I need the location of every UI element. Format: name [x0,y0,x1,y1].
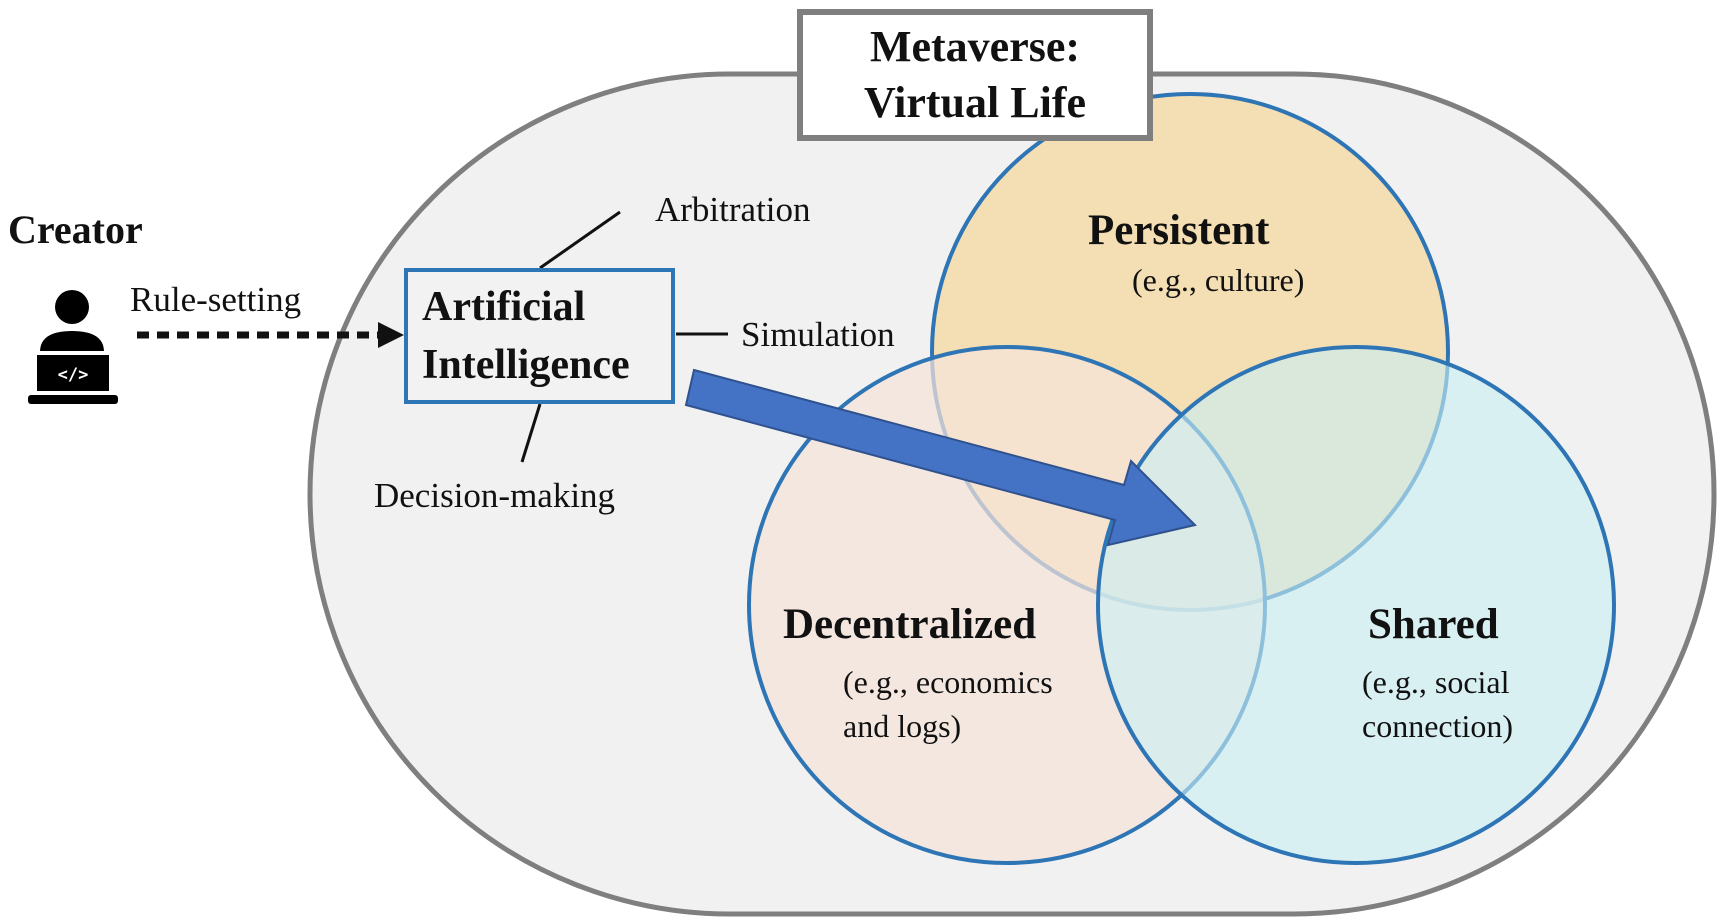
decision-making-label: Decision-making [374,476,616,515]
persistent-title: Persistent [1088,207,1270,254]
title-line-1: Metaverse: [869,22,1081,71]
shared-circle [1096,345,1616,865]
ai-line-2: Intelligence [422,342,630,388]
developer-laptop-icon: </> [28,290,118,404]
diagram-title: Metaverse: Virtual Life [797,9,1153,141]
shared-example-line-2: connection) [1362,708,1514,744]
arbitration-label: Arbitration [655,190,811,229]
decentralized-example-line-1: (e.g., economics [843,664,1053,700]
svg-text:</>: </> [58,365,89,385]
decentralized-title: Decentralized [783,601,1037,648]
shared-title: Shared [1368,601,1499,648]
title-line-2: Virtual Life [864,78,1086,127]
persistent-example: (e.g., culture) [1132,262,1305,298]
rule-setting-arrowhead [378,322,404,348]
ai-box: Artificial Intelligence [404,268,675,404]
shared-example-line-1: (e.g., social [1362,664,1510,700]
decentralized-example-line-2: and logs) [843,708,962,744]
decision-making-connector [520,403,542,463]
rule-setting-label: Rule-setting [130,280,302,319]
ai-line-1: Artificial [422,284,586,330]
ai-to-metaverse-arrow [684,368,1197,547]
arbitration-connector [539,210,621,270]
creator-label: Creator [8,207,143,252]
simulation-label: Simulation [741,315,895,354]
